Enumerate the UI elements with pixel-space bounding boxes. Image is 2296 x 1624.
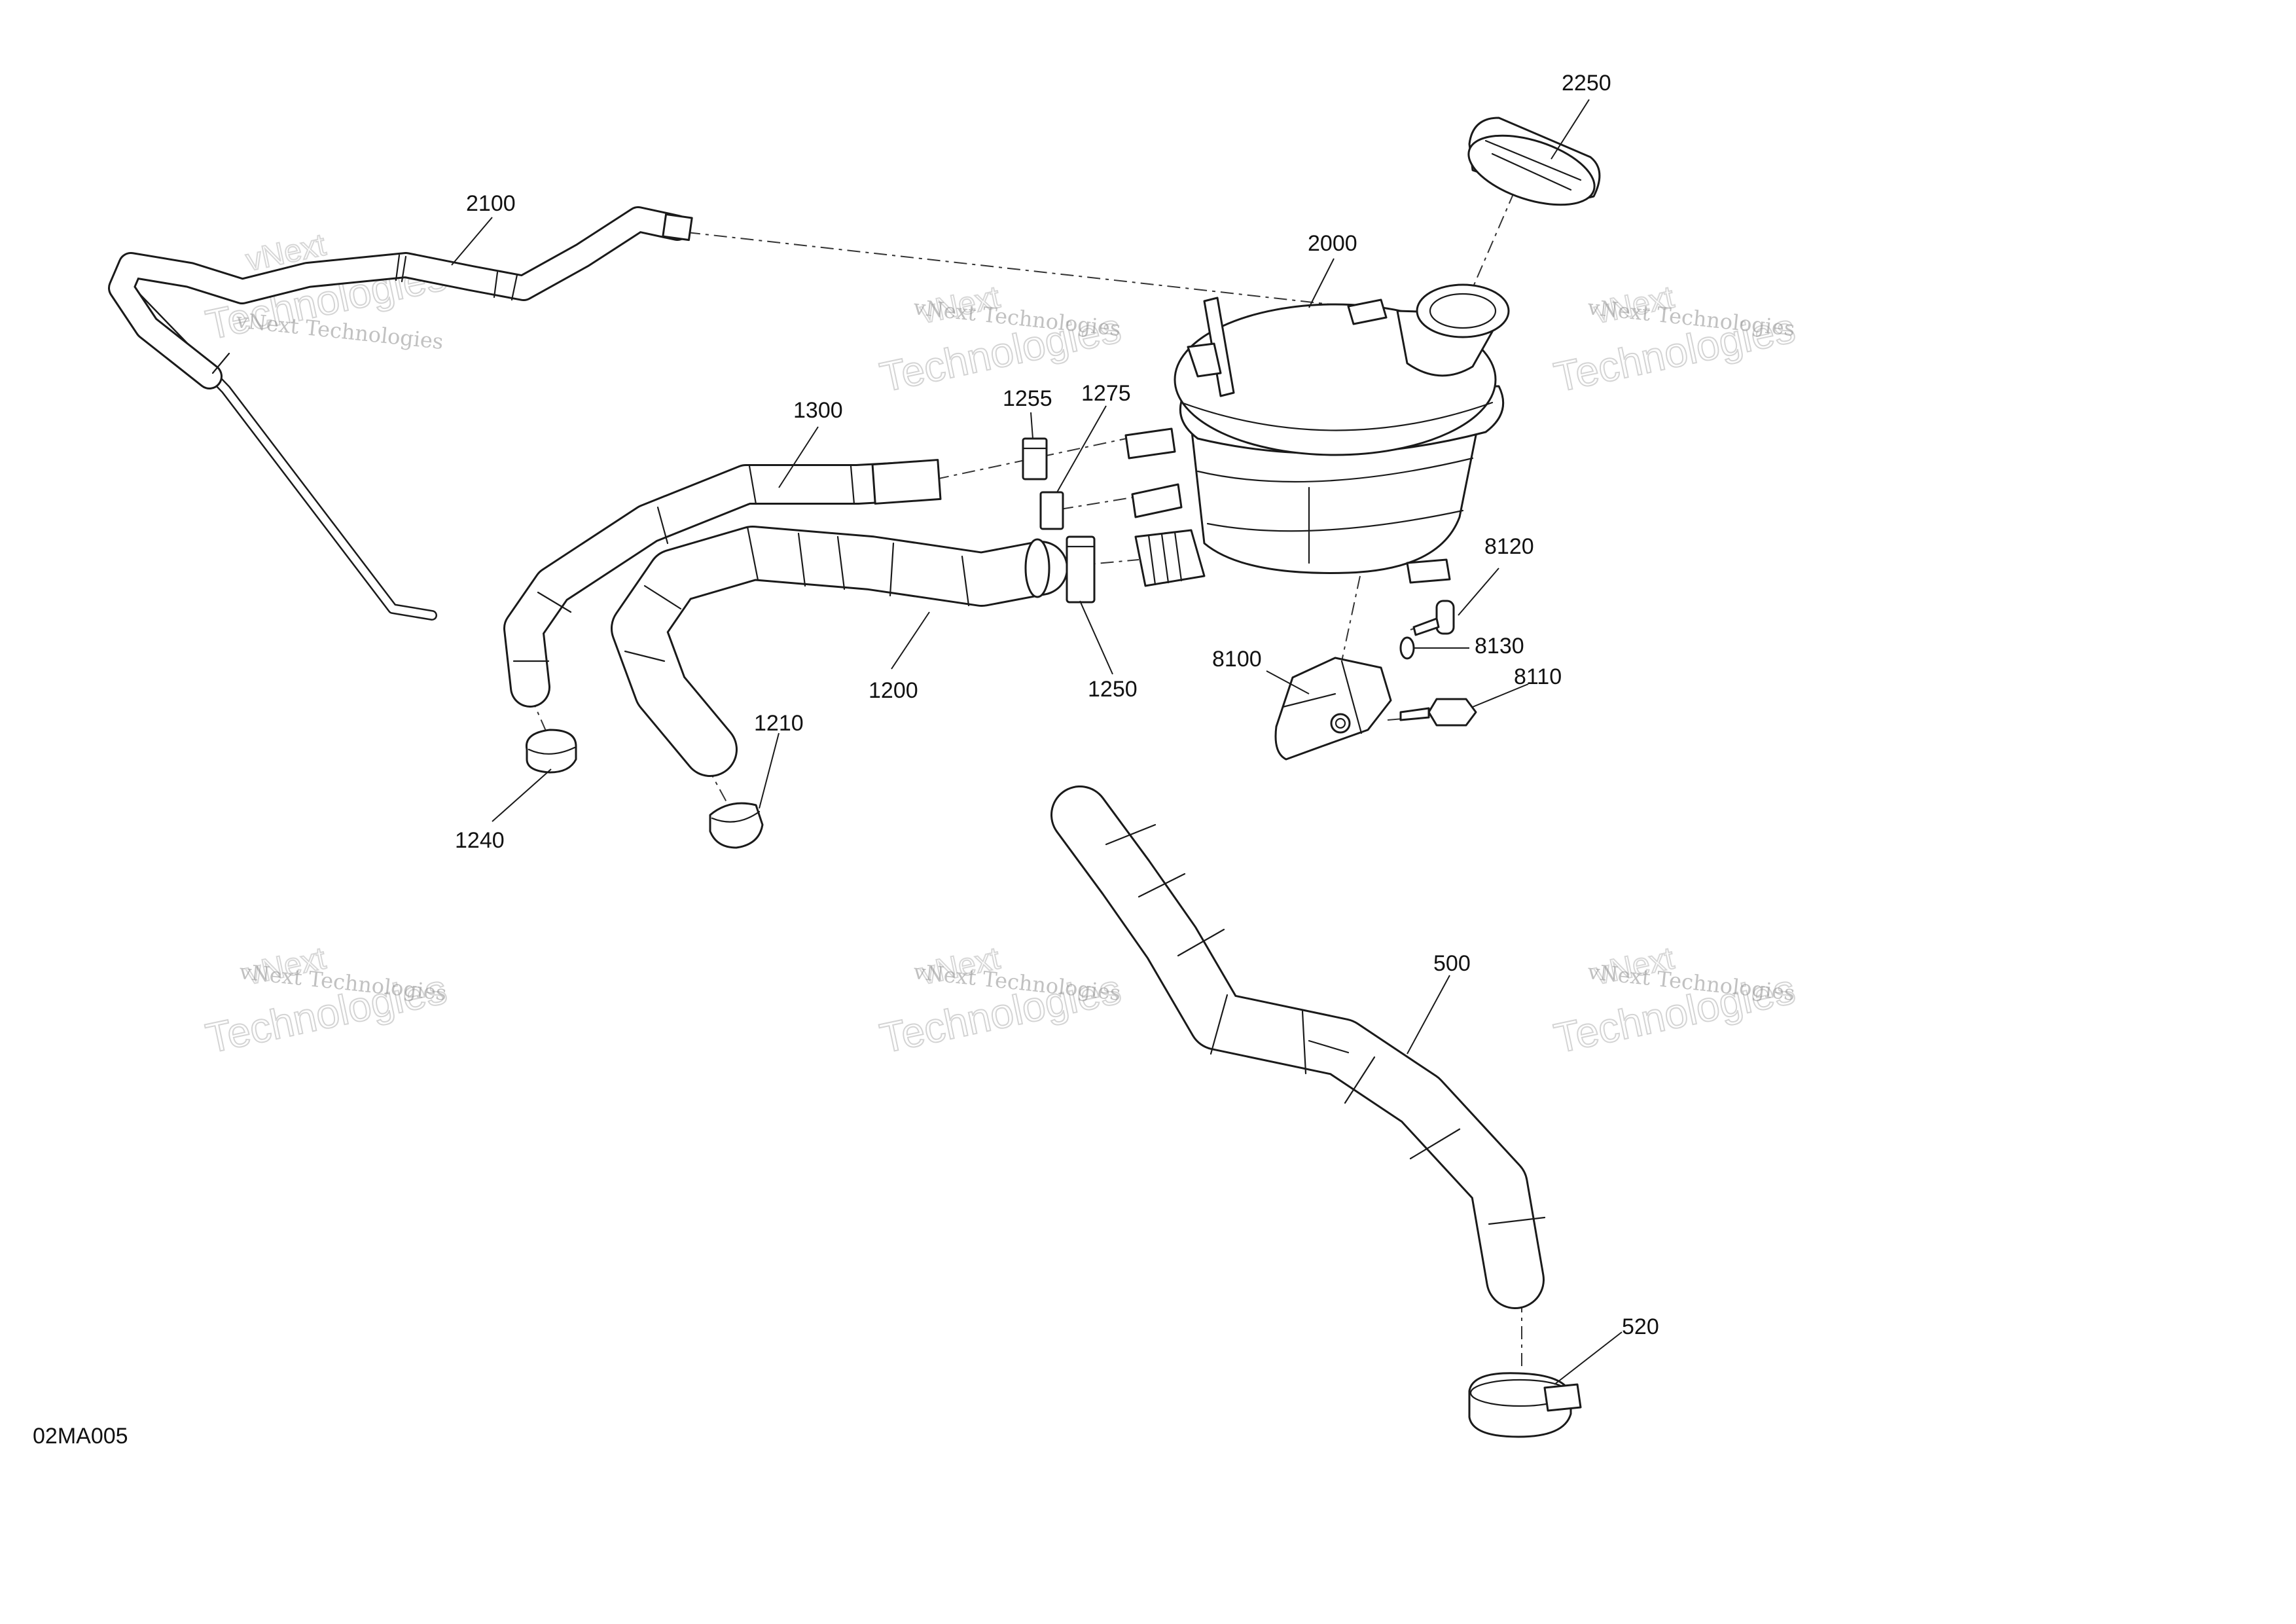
part-520-clamp: [1468, 1372, 1582, 1438]
label-1210: 1210: [754, 711, 804, 736]
diagram-code: 02MA005: [33, 1424, 128, 1449]
leader-1300: [778, 426, 819, 488]
part-8130-washer: [1399, 636, 1415, 660]
label-1200: 1200: [869, 678, 918, 703]
leader-8110: [1472, 683, 1529, 708]
label-500: 500: [1433, 951, 1471, 976]
leader-1255: [1030, 412, 1033, 439]
assembly-line-2100-2000: [687, 232, 1349, 307]
leader-520: [1554, 1331, 1623, 1385]
label-2100: 2100: [466, 191, 516, 216]
label-1255: 1255: [1003, 386, 1052, 411]
label-1250: 1250: [1088, 677, 1138, 702]
leader-8120: [1458, 568, 1499, 616]
leader-1200: [891, 611, 930, 670]
part-2100-vent-hose: [108, 206, 693, 621]
leader-1275: [1056, 405, 1107, 493]
leader-8100: [1266, 670, 1310, 695]
leader-1250: [1079, 600, 1113, 675]
label-2000: 2000: [1308, 231, 1357, 256]
label-8110: 8110: [1514, 664, 1562, 689]
part-1240-clamp: [525, 729, 577, 774]
label-520: 520: [1622, 1314, 1659, 1339]
part-1210-clamp: [709, 802, 764, 849]
part-1200-hose: [611, 526, 1068, 777]
part-500-hose: [1050, 785, 1546, 1309]
label-2250: 2250: [1562, 71, 1611, 96]
assembly-line-bracket: [1341, 575, 1361, 662]
label-8120: 8120: [1484, 534, 1534, 559]
leader-2250: [1551, 99, 1590, 160]
part-1255-fitting: [1022, 437, 1048, 480]
leader-1240: [492, 768, 552, 822]
label-1300: 1300: [793, 398, 843, 423]
part-1275-fitting: [1039, 491, 1064, 530]
leader-2000: [1308, 258, 1335, 308]
part-1250-clamp: [1066, 535, 1096, 604]
watermarks: vNext Technologies vNext Technologies vN…: [201, 227, 1799, 1063]
part-labels: 2250 2100 2000 1255 1275 1300 8120 8130 …: [455, 71, 1659, 1339]
leader-1210: [759, 732, 780, 809]
part-8120-screw: [1412, 600, 1455, 636]
assembly-line-1275: [1060, 497, 1133, 510]
part-2000-expansion-tank: [1124, 283, 1510, 587]
leader-lines: [451, 99, 1623, 1385]
label-1240: 1240: [455, 828, 505, 853]
part-2250-cap: [1467, 117, 1601, 206]
part-8100-bracket: [1274, 657, 1392, 761]
label-1275: 1275: [1081, 381, 1131, 406]
label-8130: 8130: [1475, 634, 1524, 659]
leader-2100: [451, 217, 493, 266]
part-8110-bolt: [1399, 698, 1477, 727]
label-8100: 8100: [1212, 647, 1262, 672]
part-1300-hose: [503, 459, 942, 708]
leader-500: [1407, 975, 1450, 1055]
assembly-line-2250-2000: [1472, 166, 1526, 289]
